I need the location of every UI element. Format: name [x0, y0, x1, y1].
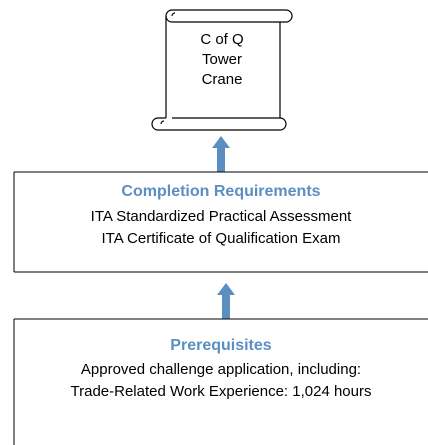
prerequisites-title: Prerequisites: [170, 337, 272, 354]
certificate-scroll-shape: [151, 9, 293, 131]
arrow-up-icon-upper: [212, 136, 230, 172]
certificate-line-1: C of Q: [200, 31, 244, 48]
completion-box-outline: [13, 171, 428, 273]
completion-line-2: ITA Certificate of Qualification Exam: [101, 230, 341, 247]
prerequisites-line-2: Trade-Related Work Experience: 1,024 hou…: [70, 383, 372, 400]
certificate-line-3: Crane: [201, 71, 243, 88]
prerequisites-line-1: Approved challenge application, includin…: [80, 361, 362, 378]
arrow-up-icon-lower: [217, 283, 235, 319]
certificate-line-2: Tower: [201, 51, 242, 68]
completion-title: Completion Requirements: [121, 183, 321, 200]
completion-line-1: ITA Standardized Practical Assessment: [90, 208, 352, 225]
prerequisites-box-outline: [13, 318, 428, 445]
